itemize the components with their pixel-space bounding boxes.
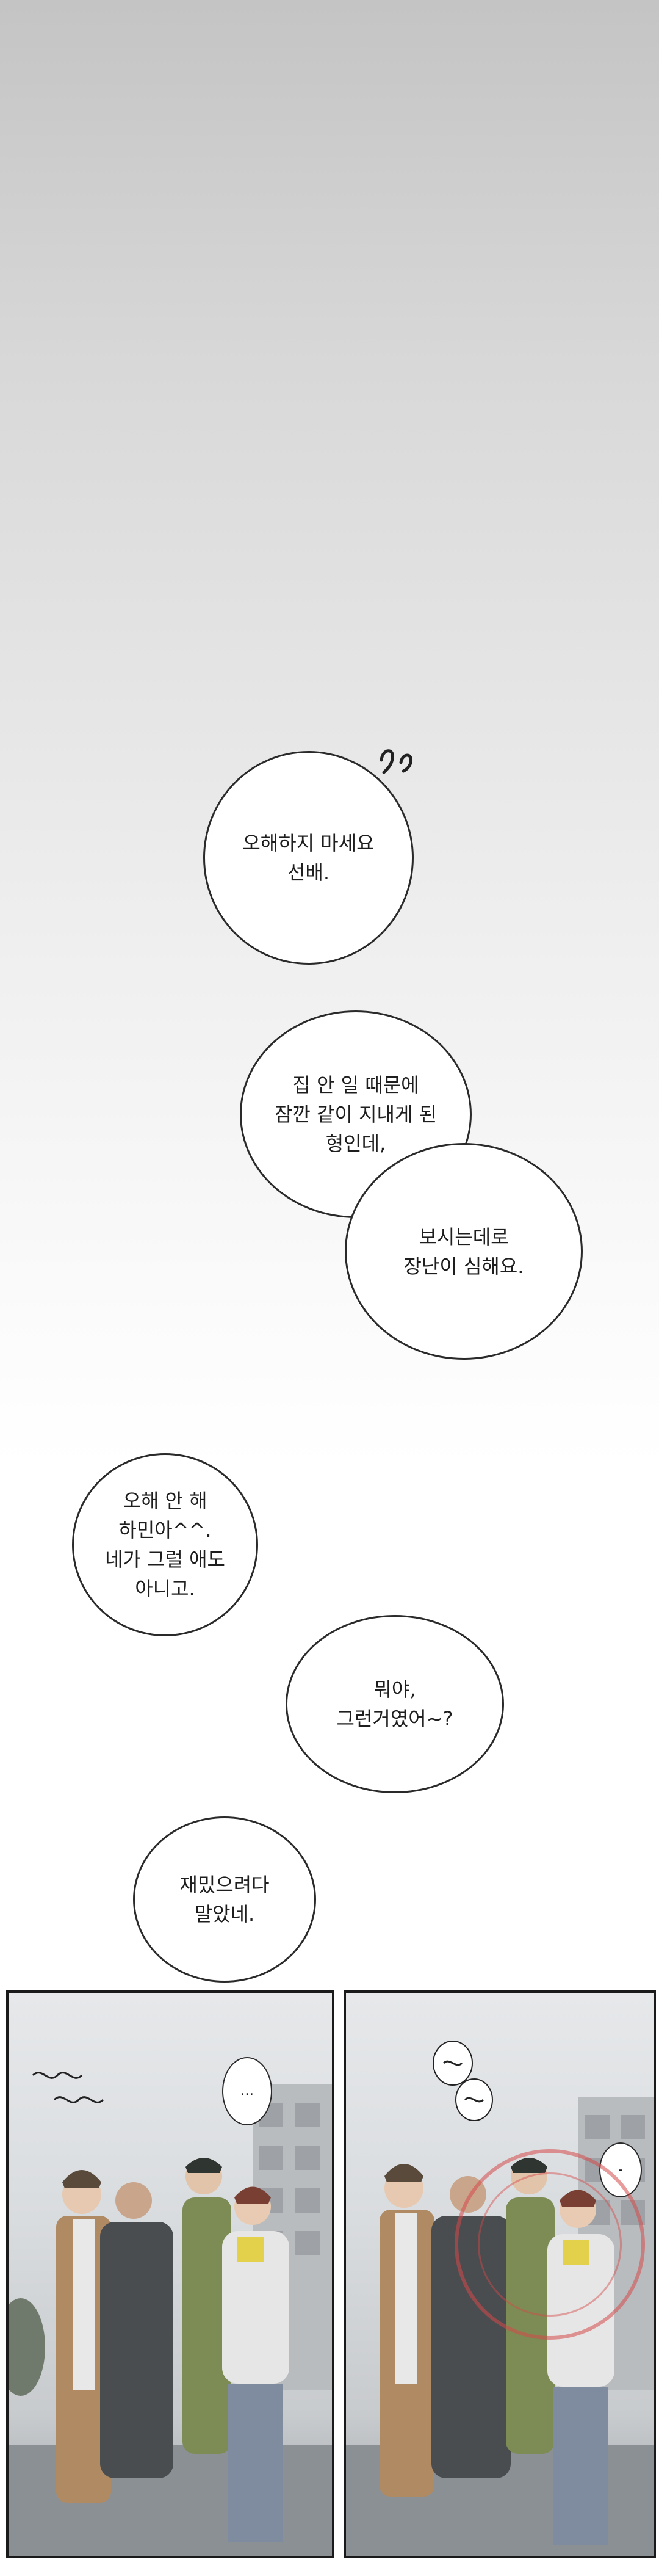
speech-bubble-2: 집 안 일 때문에 잠깐 같이 지내게 된 형인데, — [240, 1010, 472, 1218]
bubble-text-5: 뭐야, 그런거였어~? — [336, 1678, 453, 1730]
comic-panel-left: … — [6, 1990, 334, 2558]
panel-left-art — [9, 2084, 332, 2556]
bubble-text-6: 재밌으려다 말았네. — [179, 1873, 270, 1926]
squiggle-mark — [380, 749, 413, 774]
panel-right-bubble-text: - — [618, 2162, 623, 2177]
speech-bubble-5: 뭐야, 그런거였어~? — [286, 1615, 504, 1793]
panel-left-squiggle — [32, 2072, 104, 2103]
watermark-stamp-icon — [455, 2149, 645, 2340]
speech-bubble-1: 오해하지 마세요 선배. — [203, 751, 414, 965]
speech-bubble-4: 오해 안 해 하민아^^. 네가 그럴 애도 아니고. — [72, 1453, 258, 1636]
panel-left-bubble: … — [222, 2057, 272, 2125]
panel-right-squiggle — [433, 2041, 493, 2121]
bubble-text-1: 오해하지 마세요 선배. — [242, 832, 375, 884]
speech-bubble-6: 재밌으려다 말았네. — [133, 1816, 316, 1983]
speech-bubble-3: 보시는데로 장난이 심해요. — [345, 1143, 583, 1360]
bubble-text-2: 집 안 일 때문에 잠깐 같이 지내게 된 형인데, — [274, 1073, 438, 1155]
panel-left-bubble-text: … — [240, 2083, 254, 2099]
bubble-text-4: 오해 안 해 하민아^^. 네가 그럴 애도 아니고. — [105, 1489, 225, 1600]
watermark-stamp-inner — [478, 2172, 622, 2317]
bubble-text-3: 보시는데로 장난이 심해요. — [403, 1225, 524, 1278]
